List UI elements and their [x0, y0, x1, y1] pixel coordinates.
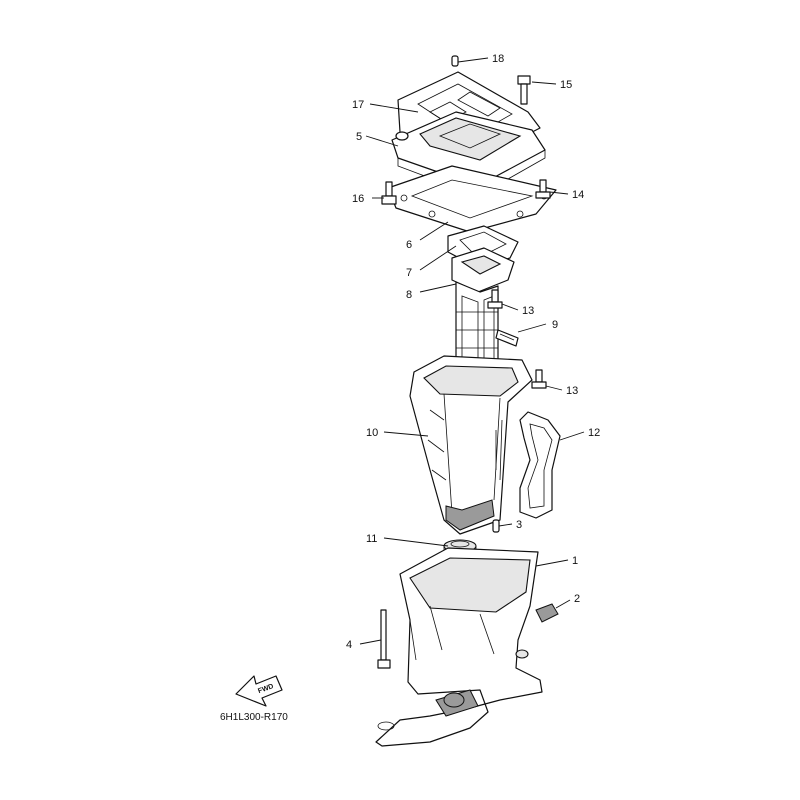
part-12-seal [519, 411, 561, 519]
part-1-lower-casing [375, 547, 543, 747]
callout-5: 5 [356, 131, 362, 143]
callout-18: 18 [492, 53, 504, 65]
part-6-gasket [387, 165, 557, 233]
callout-17: 17 [352, 99, 364, 111]
callout-12: 12 [588, 427, 600, 439]
part-18-pin [451, 55, 459, 67]
callout-13-upper: 13 [522, 305, 534, 317]
fwd-arrow-icon: FWD [235, 675, 283, 707]
callout-16: 16 [352, 193, 364, 205]
callout-8: 8 [406, 289, 412, 301]
callout-15: 15 [560, 79, 572, 91]
callouts: 18 15 17 5 16 14 6 7 8 13 9 13 10 12 11 … [346, 53, 600, 651]
callout-4: 4 [346, 639, 352, 651]
callout-14: 14 [572, 189, 584, 201]
callout-1: 1 [572, 555, 578, 567]
callout-11: 11 [366, 533, 377, 545]
callout-2: 2 [574, 593, 580, 605]
part-16-bolt [381, 181, 397, 205]
callout-10: 10 [366, 427, 378, 439]
part-2-plug [535, 603, 559, 623]
part-14-bolt [535, 179, 551, 199]
part-5-exhaust-guide [391, 111, 546, 197]
callout-13-lower: 13 [566, 385, 578, 397]
part-3-dowel-pin [492, 519, 500, 533]
part-13-bolt-lower [531, 369, 547, 389]
leader-lines [359, 57, 585, 645]
callout-3: 3 [516, 519, 522, 531]
part-13-bolt-upper [487, 289, 503, 309]
part-4-bolt [377, 609, 391, 669]
part-10-upper-casing [409, 355, 533, 535]
part-15-bolt [517, 75, 531, 105]
callout-9: 9 [552, 319, 558, 331]
callout-6: 6 [406, 239, 412, 251]
diagram-code: 6H1L300-R170 [220, 712, 288, 723]
part-9-clamp [495, 329, 519, 347]
callout-7: 7 [406, 267, 412, 279]
